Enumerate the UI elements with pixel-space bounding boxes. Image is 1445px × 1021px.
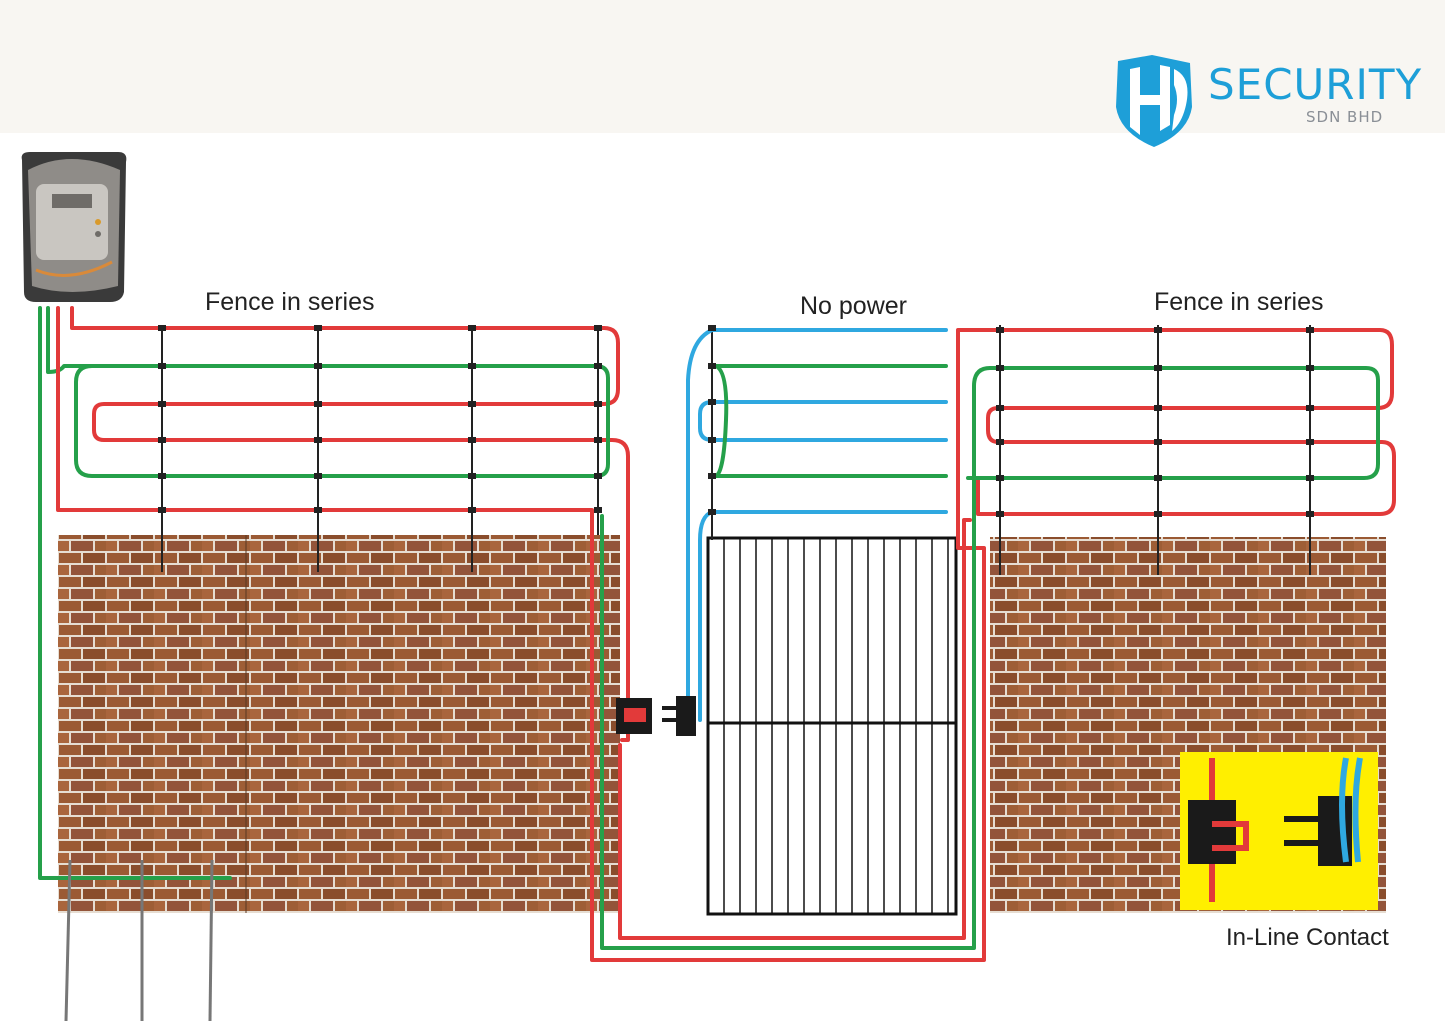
in-line-contact-icon: [616, 696, 696, 736]
insulators: [158, 325, 1314, 517]
gate-section-label: No power: [800, 292, 907, 320]
right-earth-wire: [600, 366, 1380, 950]
left-fence-label: Fence in series: [205, 288, 375, 316]
left-return-live: [56, 306, 1396, 962]
right-fence-label: Fence in series: [1154, 288, 1324, 316]
left-fence-posts: [161, 325, 599, 572]
earth-stake-icon: [64, 859, 214, 1021]
left-live-wire: [70, 306, 630, 742]
right-live-wire-inner: [618, 518, 972, 940]
header-band: [0, 0, 1445, 133]
gate-green-wire: [714, 364, 948, 478]
left-brick-wall: [58, 535, 620, 913]
earth-ground-wire: [38, 306, 232, 880]
shield-logo-icon: [1116, 55, 1192, 147]
energizer-icon: [21, 152, 127, 302]
in-line-contact-detail: [1180, 752, 1378, 910]
left-earth-wire: [46, 306, 610, 478]
logo-name: SECURITY: [1208, 60, 1423, 109]
gate-icon: [706, 536, 958, 916]
in-line-contact-label: In-Line Contact: [1226, 924, 1389, 951]
logo-subtitle: SDN BHD: [1306, 108, 1384, 126]
